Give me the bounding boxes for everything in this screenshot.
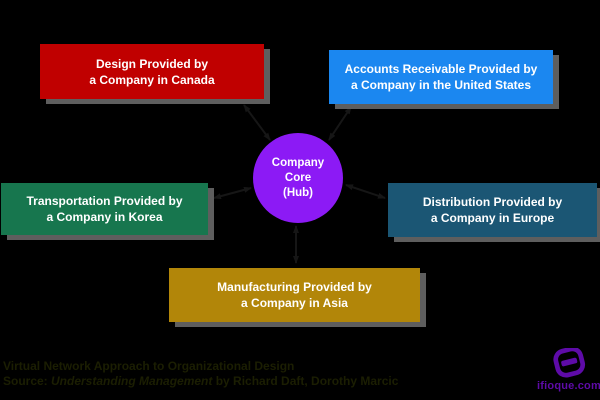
node-design-line1: Design Provided by xyxy=(95,56,209,71)
hub-line3: (Hub) xyxy=(282,186,313,199)
node-manufacturing-line1: Manufacturing Provided by xyxy=(217,280,372,294)
figure-source: Source: Understanding Management by Rich… xyxy=(3,374,398,389)
cube-logo-icon xyxy=(553,348,586,378)
watermark-text: ifioque.com xyxy=(537,380,600,392)
hub-line2: Core xyxy=(284,171,312,184)
node-distribution-line2: a Company in Europe xyxy=(430,211,555,225)
connector-hub-design xyxy=(243,104,271,141)
node-design-canada: Design Provided by a Company in Canada xyxy=(40,44,264,99)
node-manufacturing-line2: a Company in Asia xyxy=(241,296,348,310)
node-distribution-line1: Distribution Provided by xyxy=(422,195,563,209)
node-accounts-line1: Accounts Receivable Provided by xyxy=(344,62,538,76)
hub-line1: Company xyxy=(271,156,325,169)
source-prefix: Source: xyxy=(3,374,52,388)
node-transportation-line1: Transportation Provided by xyxy=(26,194,183,208)
connector-hub-transportation xyxy=(213,186,252,200)
node-accounts-receivable-us: Accounts Receivable Provided by a Compan… xyxy=(329,50,553,104)
node-design-line2: a Company in Canada xyxy=(89,72,215,87)
node-transportation-line2: a Company in Korea xyxy=(46,210,163,224)
node-distribution-europe: Distribution Provided by a Company in Eu… xyxy=(388,183,597,237)
node-accounts-line2: a Company in the United States xyxy=(350,78,532,92)
node-transportation-korea: Transportation Provided by a Company in … xyxy=(1,183,208,235)
node-manufacturing-asia: Manufacturing Provided by a Company in A… xyxy=(169,268,420,322)
figure-caption: Virtual Network Approach to Organization… xyxy=(3,359,398,389)
figure-title: Virtual Network Approach to Organization… xyxy=(3,359,295,373)
hub-company-core: Company Core (Hub) xyxy=(253,133,343,223)
source-authors: by Richard Daft, Dorothy Marcic xyxy=(212,374,399,388)
source-book-title: Understanding Management xyxy=(51,374,213,388)
connector-hub-accounts xyxy=(328,106,352,141)
connector-hub-distribution xyxy=(345,184,386,199)
site-watermark: ifioque.com xyxy=(537,348,600,392)
